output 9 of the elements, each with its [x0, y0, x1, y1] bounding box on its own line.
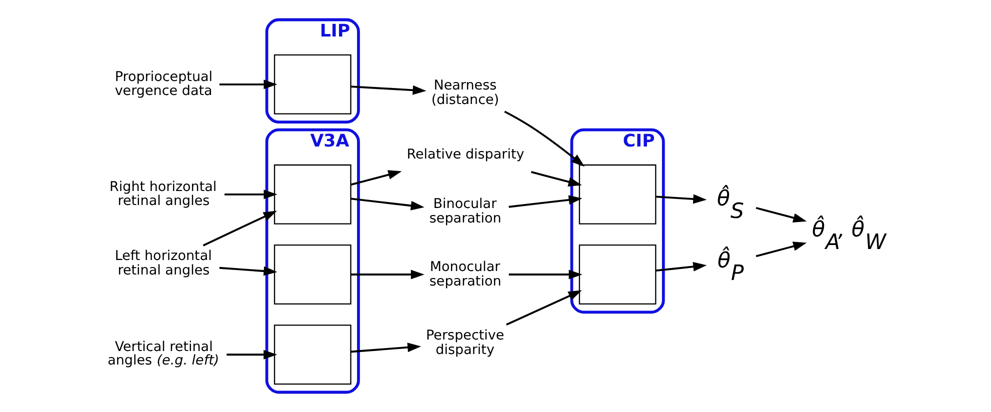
node-text: Nearness (distance)	[431, 77, 500, 108]
node-text: Binocular separation	[429, 196, 502, 227]
node-text: Right horizontal retinal angles	[110, 178, 217, 210]
node-text: Relative disparity	[406, 146, 524, 162]
node-text: Proprioceptual vergence data	[114, 68, 213, 100]
node-text: Perspective disparity	[426, 327, 504, 358]
node-text: Vertical retinal angles (e.g. left)	[108, 338, 220, 368]
node-text: Left horizontal retinal angles	[114, 248, 212, 279]
node-text: Monocular separation	[429, 258, 502, 290]
